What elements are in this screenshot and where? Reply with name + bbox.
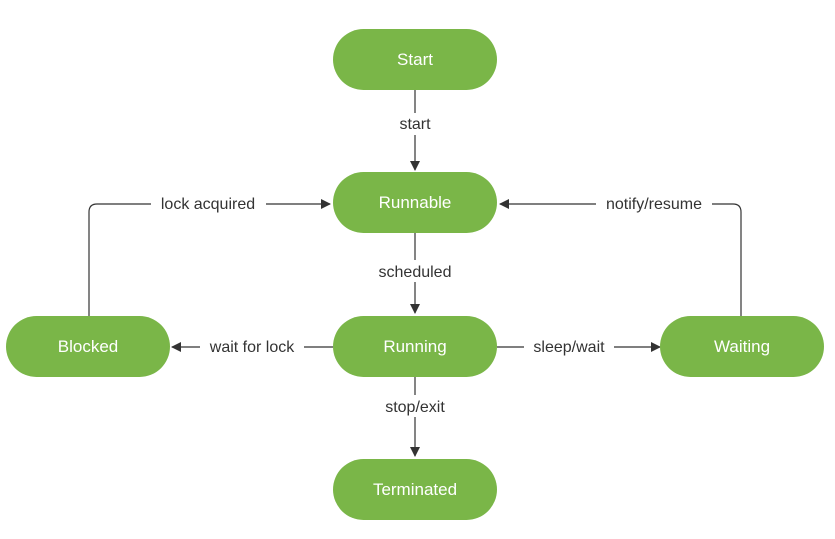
edge-label-wait-for-lock: wait for lock xyxy=(209,339,295,356)
edge-waiting-to-runnable: notify/resume xyxy=(499,193,742,318)
edge-label-lock-acquired: lock acquired xyxy=(161,196,255,213)
edge-label-start: start xyxy=(399,116,431,133)
edge-running-to-terminated: stop/exit xyxy=(376,377,454,457)
state-label-terminated: Terminated xyxy=(373,480,457,499)
edge-blocked-to-runnable: lock acquired xyxy=(88,193,331,318)
state-node-running[interactable]: Running xyxy=(333,316,497,377)
edge-running-to-blocked: wait for lock xyxy=(171,336,333,358)
edge-running-to-waiting: sleep/wait xyxy=(497,336,661,358)
state-label-blocked: Blocked xyxy=(58,337,118,356)
state-node-waiting[interactable]: Waiting xyxy=(660,316,824,377)
state-label-waiting: Waiting xyxy=(714,337,770,356)
edge-label-sleep-wait: sleep/wait xyxy=(533,339,605,356)
state-label-runnable: Runnable xyxy=(379,193,452,212)
state-label-start: Start xyxy=(397,50,433,69)
state-node-terminated[interactable]: Terminated xyxy=(333,459,497,520)
edge-start-to-runnable: start xyxy=(393,90,437,171)
state-label-running: Running xyxy=(383,337,446,356)
state-node-start[interactable]: Start xyxy=(333,29,497,90)
state-node-blocked[interactable]: Blocked xyxy=(6,316,170,377)
edge-label-stop-exit: stop/exit xyxy=(385,399,445,416)
edge-runnable-to-running: scheduled xyxy=(370,233,460,314)
state-node-runnable[interactable]: Runnable xyxy=(333,172,497,233)
edge-label-scheduled: scheduled xyxy=(379,264,452,281)
edge-label-notify-resume: notify/resume xyxy=(606,196,702,213)
